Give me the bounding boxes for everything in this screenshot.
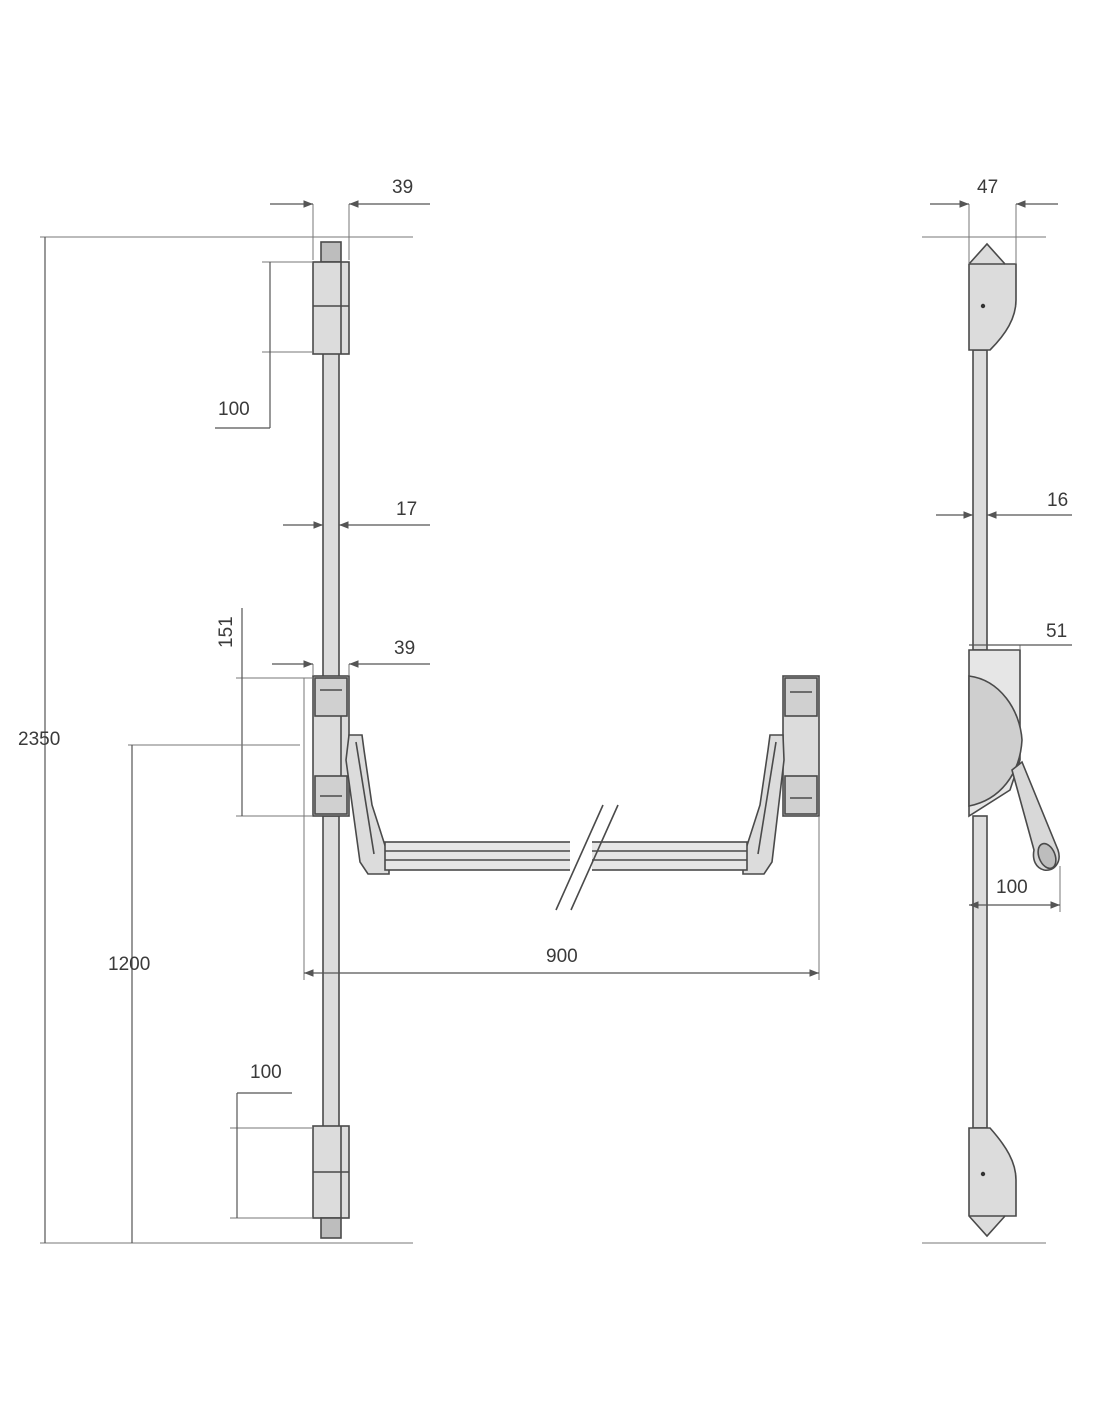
dim-label-bottom-bolt-height: 100 [250, 1062, 282, 1083]
dim-center-case-width: 39 [272, 638, 430, 676]
dim-rod-width: 17 [283, 499, 430, 529]
break-symbol [555, 804, 619, 911]
dim-top-bolt-height: 100 [215, 261, 313, 429]
side-bottom-bolt [968, 1127, 1017, 1238]
dim-handle-height: 1200 [108, 744, 300, 1243]
dim-label-side-bolt-depth: 47 [977, 177, 998, 198]
push-bar-arm-left [345, 734, 390, 875]
dim-label-side-case-depth: 51 [1046, 621, 1067, 642]
dim-top-bolt-width: 39 [270, 177, 430, 260]
lower-rod [322, 815, 340, 1129]
dim-side-handle-projection: 100 [969, 866, 1061, 912]
side-upper-rod [972, 349, 988, 651]
upper-rod [322, 351, 340, 679]
dim-label-rod-width: 17 [396, 499, 417, 520]
dim-total-height: 2350 [18, 237, 60, 1243]
dim-label-center-case-height: 151 [216, 616, 237, 648]
dim-label-top-bolt-width: 39 [392, 177, 413, 198]
front-view: 39 100 17 39 151 [18, 177, 820, 1244]
bottom-bolt [312, 1125, 350, 1239]
dim-label-top-bolt-height: 100 [218, 399, 250, 420]
dim-label-handle-height: 1200 [108, 954, 150, 975]
dim-label-side-handle-projection: 100 [996, 877, 1028, 898]
side-top-bolt [968, 242, 1017, 351]
dim-bar-length: 900 [303, 678, 820, 980]
dim-center-case-height: 151 [216, 608, 313, 817]
side-lower-rod [972, 815, 988, 1129]
end-case-right [782, 675, 820, 817]
side-handle [1011, 760, 1060, 872]
dim-side-rod-depth: 16 [936, 490, 1072, 519]
top-bolt [312, 241, 350, 355]
dim-side-bolt-depth: 47 [930, 177, 1058, 264]
side-view: 47 16 51 100 [922, 177, 1072, 1244]
center-case-left [312, 675, 350, 817]
side-center-case [968, 649, 1023, 818]
push-bar-arm-right [742, 734, 785, 875]
push-bar-tube [384, 841, 748, 871]
dim-label-side-rod-depth: 16 [1047, 490, 1068, 511]
dim-label-total-height: 2350 [18, 729, 60, 750]
dim-label-bar-length: 900 [546, 946, 578, 967]
dim-side-case-depth: 51 [969, 621, 1072, 650]
dim-label-center-case-width: 39 [394, 638, 415, 659]
dim-bottom-bolt-height: 100 [230, 1062, 313, 1219]
